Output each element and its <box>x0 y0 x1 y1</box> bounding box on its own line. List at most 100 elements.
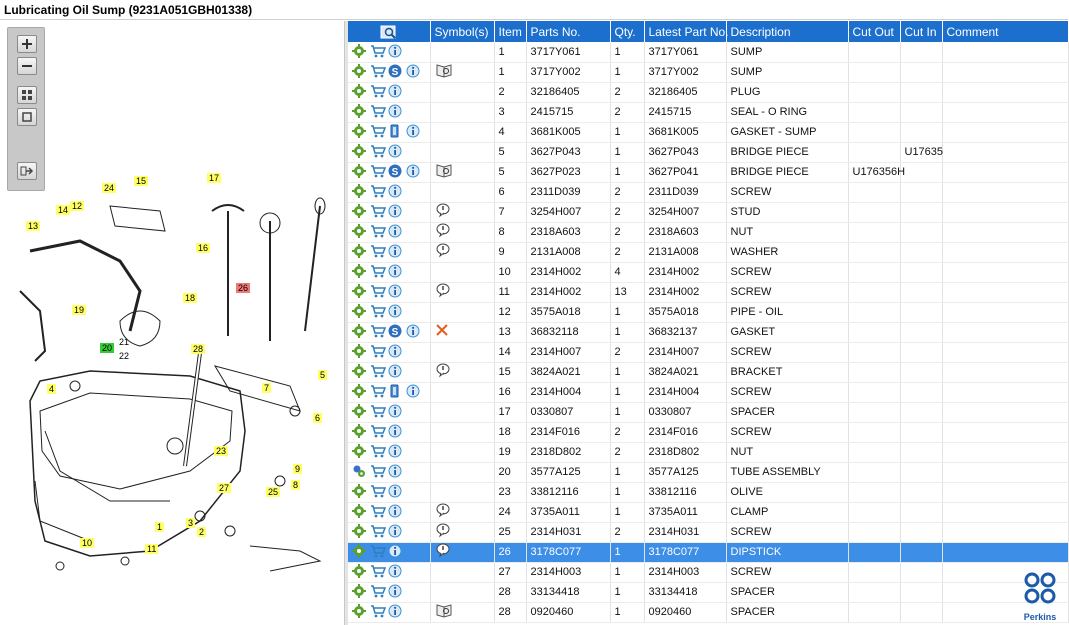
add-to-cart-icon[interactable] <box>370 264 387 280</box>
header-comment[interactable]: Comment <box>942 21 1069 42</box>
info-icon[interactable] <box>388 484 404 500</box>
info-icon[interactable] <box>388 524 404 540</box>
info-icon[interactable] <box>388 104 404 120</box>
search-parts-icon[interactable] <box>380 24 398 40</box>
options-gear-icon[interactable] <box>352 84 368 100</box>
options-gear-icon[interactable] <box>352 184 368 200</box>
info-icon[interactable] <box>406 164 422 180</box>
service-icon[interactable]: S <box>388 164 404 180</box>
callout-23[interactable]: 23 <box>214 446 229 456</box>
add-to-cart-icon[interactable] <box>370 504 387 520</box>
add-to-cart-icon[interactable] <box>370 564 387 580</box>
options-gear-icon[interactable] <box>352 104 368 120</box>
header-latest-part-no[interactable]: Latest Part No. <box>644 21 729 42</box>
options-gear-icon[interactable] <box>352 204 368 220</box>
add-to-cart-icon[interactable] <box>370 524 387 540</box>
note-bubble-icon[interactable] <box>435 203 453 219</box>
add-to-cart-icon[interactable] <box>370 584 387 600</box>
info-icon[interactable] <box>406 324 422 340</box>
add-to-cart-icon[interactable] <box>370 544 387 560</box>
options-gear-icon[interactable] <box>352 244 368 260</box>
illustration-book-icon[interactable] <box>435 163 453 179</box>
add-to-cart-icon[interactable] <box>370 464 387 480</box>
callout-28[interactable]: 28 <box>191 344 206 354</box>
add-to-cart-icon[interactable] <box>370 244 387 260</box>
options-gear-icon[interactable] <box>352 544 368 560</box>
note-bubble-icon[interactable] <box>435 283 453 299</box>
options-gear-icon[interactable] <box>352 424 368 440</box>
add-to-cart-icon[interactable] <box>370 204 387 220</box>
options-gear-icon[interactable] <box>352 324 368 340</box>
add-to-cart-icon[interactable] <box>370 604 387 620</box>
options-gear-icon[interactable] <box>352 484 368 500</box>
callout-15[interactable]: 15 <box>134 176 149 186</box>
options-gear-icon[interactable] <box>352 604 368 620</box>
header-item[interactable]: Item <box>494 21 527 42</box>
info-icon[interactable] <box>388 584 404 600</box>
options-gear-icon[interactable] <box>352 524 368 540</box>
options-gear-icon[interactable] <box>352 304 368 320</box>
callout-3[interactable]: 3 <box>186 518 196 528</box>
info-icon[interactable] <box>388 224 404 240</box>
note-bubble-icon[interactable] <box>435 223 453 239</box>
callout-17[interactable]: 17 <box>207 173 222 183</box>
callout-19[interactable]: 19 <box>72 305 87 315</box>
options-gear-icon[interactable] <box>352 64 368 80</box>
options-gear-icon[interactable] <box>352 344 368 360</box>
add-to-cart-icon[interactable] <box>370 384 387 400</box>
note-bubble-icon[interactable] <box>435 543 453 559</box>
actual-size-button[interactable] <box>17 108 37 126</box>
info-icon[interactable] <box>388 204 404 220</box>
callout-18[interactable]: 18 <box>183 293 198 303</box>
callout-5[interactable]: 5 <box>318 370 328 380</box>
info-icon[interactable] <box>388 344 404 360</box>
info-icon[interactable] <box>388 304 404 320</box>
header-parts-no[interactable]: Parts No. <box>526 21 611 42</box>
add-to-cart-icon[interactable] <box>370 324 387 340</box>
callout-26[interactable]: 26 <box>236 283 251 293</box>
options-gear-icon[interactable] <box>352 43 368 60</box>
add-to-cart-icon[interactable] <box>370 64 387 80</box>
callout-20[interactable]: 20 <box>100 343 115 353</box>
zoom-in-button[interactable] <box>17 35 37 53</box>
service-icon[interactable]: S <box>388 64 404 80</box>
info-icon[interactable] <box>388 544 404 560</box>
add-to-cart-icon[interactable] <box>370 304 387 320</box>
options-gear-icon[interactable] <box>352 144 368 160</box>
info-icon[interactable] <box>388 464 404 480</box>
options-gear-icon[interactable] <box>352 164 368 180</box>
info-icon[interactable] <box>388 364 404 380</box>
info-icon[interactable] <box>388 84 404 100</box>
info-icon[interactable] <box>388 564 404 580</box>
note-bubble-icon[interactable] <box>435 243 453 259</box>
assembly-gears-icon[interactable] <box>352 464 368 480</box>
info-icon[interactable] <box>388 144 404 160</box>
callout-13[interactable]: 13 <box>26 221 41 231</box>
callout-6[interactable]: 6 <box>313 413 323 423</box>
kit-icon[interactable] <box>388 384 404 400</box>
header-qty[interactable]: Qty. <box>610 21 645 42</box>
callout-14[interactable]: 14 <box>56 205 71 215</box>
note-bubble-icon[interactable] <box>435 523 453 539</box>
options-gear-icon[interactable] <box>352 444 368 460</box>
pane-splitter[interactable] <box>344 21 348 625</box>
diagram-pane[interactable]: 24 15 17 14 12 13 16 26 18 19 20 21 22 2… <box>0 21 344 625</box>
callout-10[interactable]: 10 <box>80 538 95 548</box>
info-icon[interactable] <box>388 404 404 420</box>
callout-27[interactable]: 27 <box>217 483 232 493</box>
